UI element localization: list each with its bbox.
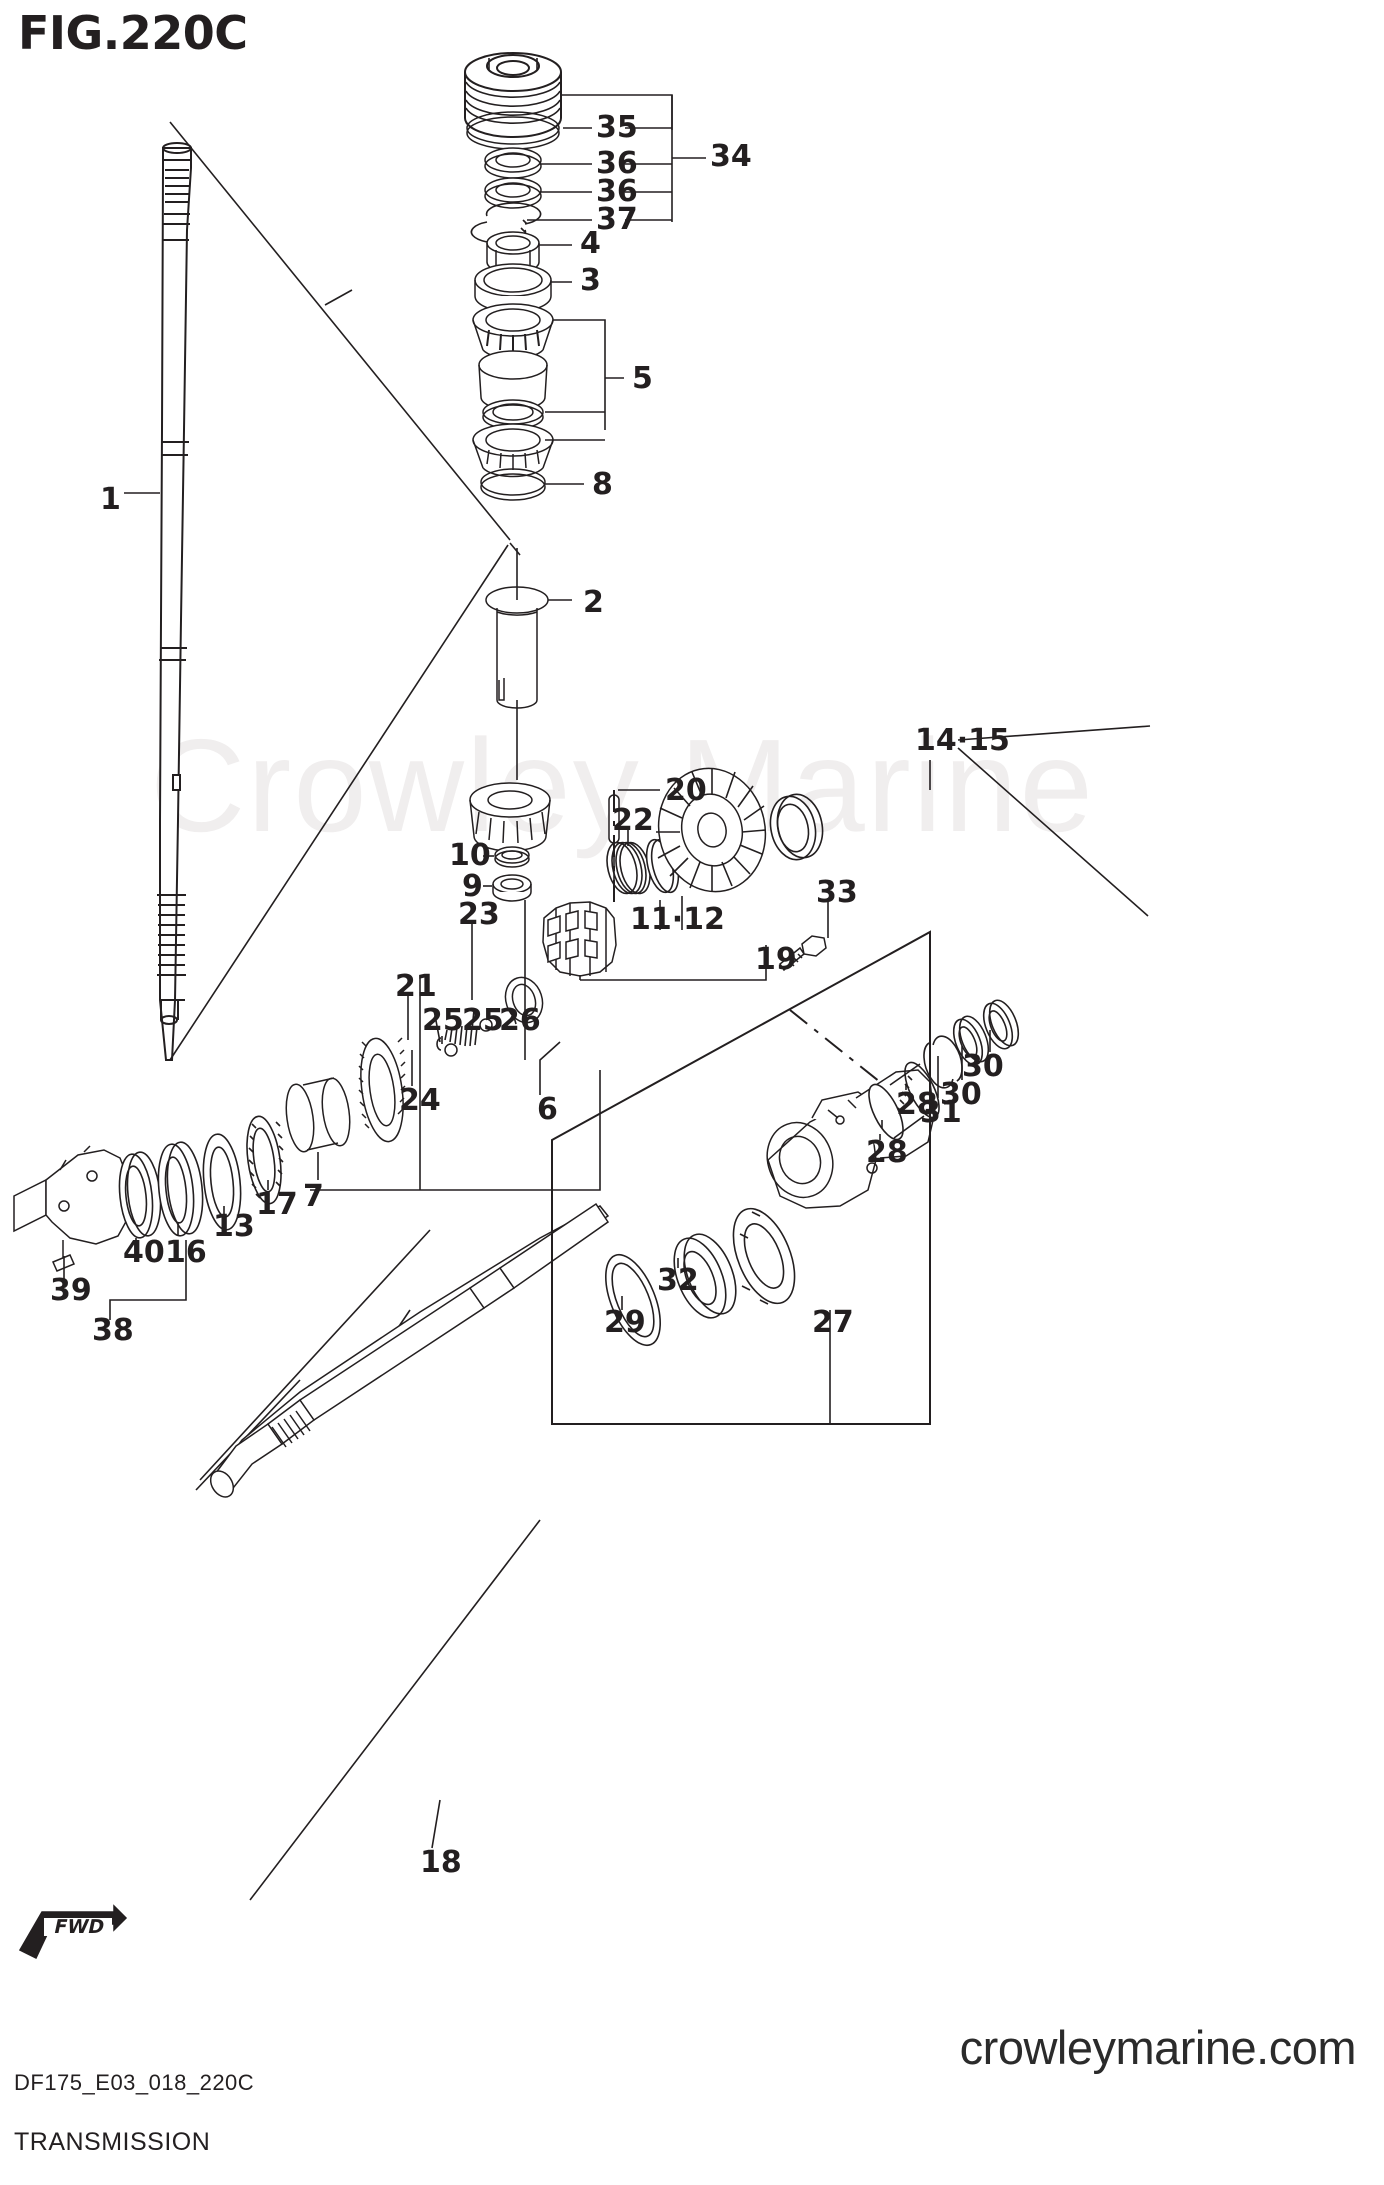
callout-9[interactable]: 9 [462, 869, 483, 904]
callout-23[interactable]: 23 [458, 897, 500, 932]
callout-2[interactable]: 2 [583, 585, 604, 620]
part-drive-shaft [157, 142, 192, 1061]
callout-17[interactable]: 17 [256, 1187, 298, 1222]
callout-18[interactable]: 18 [420, 1845, 462, 1880]
part-shim-and-washer [483, 846, 532, 902]
callout-1[interactable]: 1 [100, 482, 121, 517]
callout-14-15[interactable]: 14·15 [915, 723, 1010, 758]
leaders-secondary [63, 725, 1151, 1849]
fwd-direction-badge: FWD [18, 1904, 128, 1960]
callout-20[interactable]: 20 [665, 773, 707, 808]
part-seal-housing-stack [464, 52, 562, 501]
fwd-label: FWD [52, 1915, 107, 1938]
callout-40[interactable]: 40 [123, 1235, 165, 1270]
callout-24[interactable]: 24 [399, 1083, 441, 1118]
callout-25b[interactable]: 25 [462, 1003, 504, 1038]
callout-28b[interactable]: 28 [896, 1087, 938, 1122]
callout-11-12[interactable]: 11·12 [630, 902, 725, 937]
callout-4[interactable]: 4 [580, 226, 601, 261]
callout-39[interactable]: 39 [50, 1273, 92, 1308]
part-propshaft-housing [605, 935, 1020, 1347]
callout-26[interactable]: 26 [499, 1003, 541, 1038]
part-forward-bevel-gear [656, 767, 767, 893]
page-title: FIG.220C [18, 6, 248, 60]
callout-36b[interactable]: 36 [596, 174, 638, 209]
part-drive-shaft-sleeve [485, 548, 572, 780]
callout-13[interactable]: 13 [213, 1209, 255, 1244]
part-thrust-washers [769, 793, 824, 861]
callout-36a[interactable]: 36 [596, 146, 638, 181]
callout-22[interactable]: 22 [612, 803, 654, 838]
site-url: crowleymarine.com [959, 2021, 1357, 2074]
footer-code: DF175_E03_018_220C [14, 2070, 255, 2095]
callout-8[interactable]: 8 [592, 467, 613, 502]
callout-37[interactable]: 37 [596, 202, 638, 237]
callout-6[interactable]: 6 [537, 1092, 558, 1127]
part-bearing-housing-assembly [13, 1037, 406, 1272]
callout-10[interactable]: 10 [449, 838, 491, 873]
callout-21[interactable]: 21 [395, 969, 437, 1004]
callout-38[interactable]: 38 [92, 1313, 134, 1348]
callout-34[interactable]: 34 [710, 139, 752, 174]
leaders-top-stack [527, 94, 706, 485]
callout-28a[interactable]: 28 [866, 1135, 908, 1170]
construction-lines [613, 790, 881, 1083]
callout-3[interactable]: 3 [580, 263, 601, 298]
callout-29[interactable]: 29 [604, 1305, 646, 1340]
part-propeller-shaft [209, 1202, 610, 1498]
callout-19[interactable]: 19 [755, 942, 797, 977]
callout-30b[interactable]: 30 [940, 1077, 982, 1112]
callout-27[interactable]: 27 [812, 1305, 854, 1340]
callout-32[interactable]: 32 [657, 1263, 699, 1298]
callout-35[interactable]: 35 [596, 110, 638, 145]
callout-25a[interactable]: 25 [422, 1003, 464, 1038]
callout-5[interactable]: 5 [632, 361, 653, 396]
callout-16[interactable]: 16 [165, 1235, 207, 1270]
footer-section: TRANSMISSION [14, 2128, 211, 2156]
callout-7[interactable]: 7 [303, 1179, 324, 1214]
callout-30a[interactable]: 30 [962, 1049, 1004, 1084]
part-pinion-gear [469, 782, 551, 852]
callout-31[interactable]: 31 [920, 1095, 962, 1130]
callout-33[interactable]: 33 [816, 875, 858, 910]
